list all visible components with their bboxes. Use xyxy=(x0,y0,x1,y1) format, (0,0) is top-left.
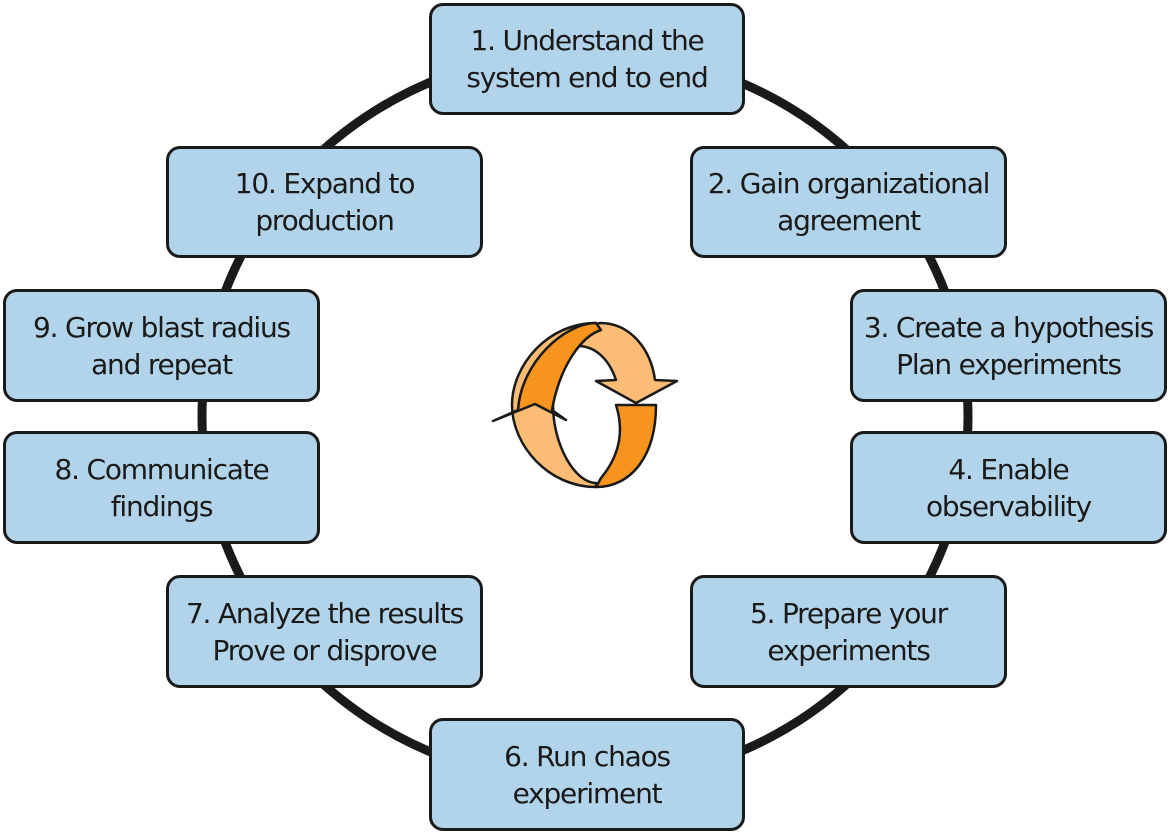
step-6-line-2: experiment xyxy=(512,776,663,810)
step-2-box: 2. Gain organizational agreement xyxy=(690,146,1007,258)
step-8-box: 8. Communicate findings xyxy=(3,431,320,544)
step-6-box: 6. Run chaos experiment xyxy=(429,718,745,831)
step-4-line-2: observability xyxy=(925,489,1092,523)
step-5-line-2: experiments xyxy=(767,633,930,667)
step-6-line-1: 6. Run chaos xyxy=(504,739,671,773)
step-10-line-2: production xyxy=(255,204,395,237)
step-3-line-1: 3. Create a hypothesis xyxy=(863,310,1155,344)
step-3-line-2: Plan experiments xyxy=(896,347,1122,381)
step-4-line-1: 4. Enable xyxy=(948,452,1069,486)
step-1-line-2: system end to end xyxy=(466,61,708,94)
step-10-box: 10. Expand to production xyxy=(166,146,483,258)
step-1-line-1: 1. Understand the xyxy=(470,24,704,57)
step-3-box: 3. Create a hypothesis Plan experiments xyxy=(850,289,1167,402)
step-5-line-1: 5. Prepare your xyxy=(749,596,948,630)
step-8-line-2: findings xyxy=(110,489,214,523)
step-7-line-2: Prove or disprove xyxy=(212,633,438,667)
step-4-box: 4. Enable observability xyxy=(850,431,1167,544)
circular-refresh-arrows-icon xyxy=(491,321,679,489)
arrow-dark-right xyxy=(594,403,658,489)
step-7-box: 7. Analyze the results Prove or disprove xyxy=(166,575,483,688)
step-8-line-1: 8. Communicate xyxy=(54,452,269,486)
step-2-line-2: agreement xyxy=(777,204,921,237)
step-1-box: 1. Understand the system end to end xyxy=(429,3,745,115)
step-9-line-2: and repeat xyxy=(91,347,233,381)
step-5-box: 5. Prepare your experiments xyxy=(690,575,1007,688)
arrow-dark-left xyxy=(491,321,603,423)
step-2-line-1: 2. Gain organizational xyxy=(707,167,991,200)
step-7-line-1: 7. Analyze the results xyxy=(185,596,464,630)
step-9-box: 9. Grow blast radius and repeat xyxy=(3,289,320,402)
step-10-line-1: 10. Expand to xyxy=(234,167,416,200)
step-9-line-1: 9. Grow blast radius xyxy=(33,310,291,344)
